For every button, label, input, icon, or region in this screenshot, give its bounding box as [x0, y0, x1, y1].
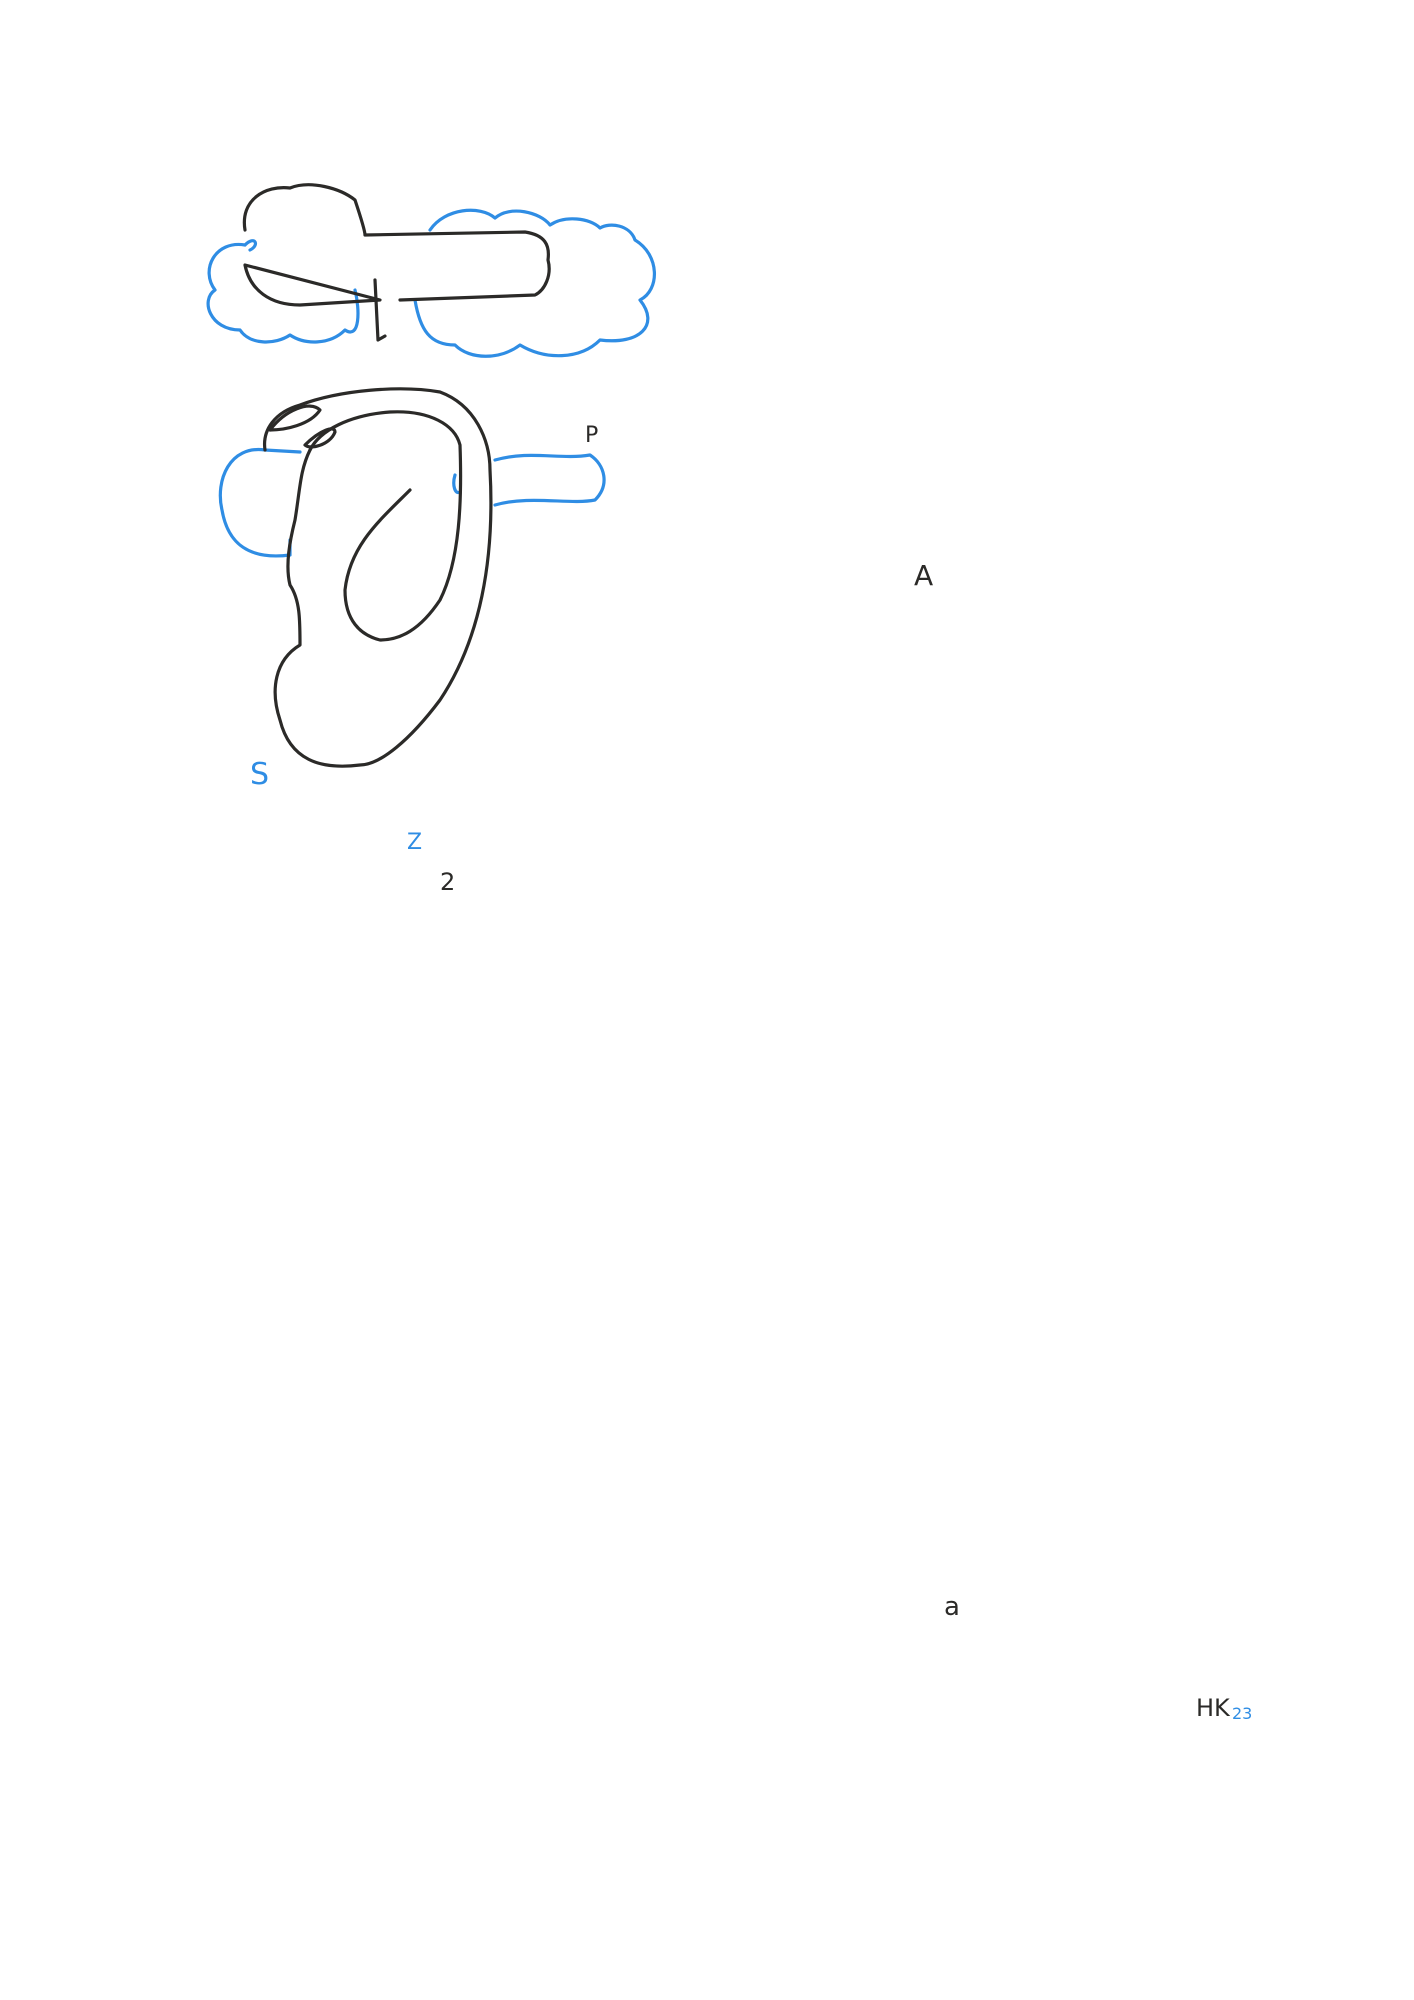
top-cloud-key: [206, 183, 656, 358]
signature-year: 23: [1232, 1704, 1253, 1723]
label-2: 2: [440, 868, 456, 896]
label-s: S: [250, 757, 270, 792]
signature-initials: HK: [1196, 1694, 1230, 1722]
ear-figure: [218, 387, 606, 768]
label-a: A: [914, 559, 934, 592]
label-alpha: a: [944, 1592, 960, 1622]
label-z: Z: [407, 830, 423, 855]
label-p: P: [585, 423, 599, 448]
